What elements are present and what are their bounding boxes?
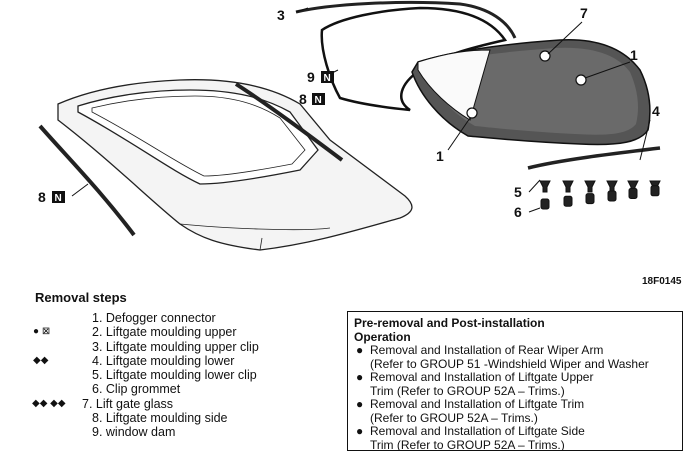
svg-text:N: N [324,73,331,84]
info-box-subtitle: Operation [354,331,676,345]
step-text: 6. Clip grommet [92,382,180,396]
info-box-title: Pre-removal and Post-installation [354,317,676,331]
info-item: ● Removal and Installation of Rear Wiper … [354,344,676,371]
info-item-line1: Removal and Installation of Liftgate Upp… [370,371,676,385]
step-text: 7. Lift gate glass [82,397,173,411]
removal-step: 6. Clip grommet [0,382,330,396]
n-badge-8-upper: N [312,93,325,106]
removal-step: ◆◆ ◆◆ 7. Lift gate glass [0,397,330,411]
clip-grommet [651,186,659,196]
removal-steps-title: Removal steps [35,290,127,305]
liftgate-glass [412,40,650,145]
callout-3: 3 [277,7,285,23]
bullet-icon: ● [356,344,363,358]
callout-1-right: 1 [630,47,638,63]
removal-step: ◆◆ 4. Liftgate moulding lower [0,354,330,368]
step-text: 9. window dam [92,425,175,439]
moulding-lower-clip [585,181,595,192]
removal-step: ● ⊠ 2. Liftgate moulding upper [0,325,330,339]
step-marker: ◆◆ [33,354,48,368]
info-box-list: ● Removal and Installation of Rear Wiper … [354,344,676,451]
callout-9: 9 [307,69,315,85]
step-marker: ● ⊠ [33,325,50,339]
liftgate-exploded-diagram: 3 7 1 1 9 8 8 4 5 6 N N N [0,0,690,290]
removal-step: 8. Liftgate moulding side [0,411,330,425]
moulding-lower-clip [563,181,573,192]
removal-step: 5. Liftgate moulding lower clip [0,368,330,382]
clip-grommet [586,194,594,204]
pre-removal-info-box: Pre-removal and Post-installation Operat… [347,311,683,451]
info-item-line1: Removal and Installation of Rear Wiper A… [370,344,676,358]
svg-text:N: N [315,95,322,106]
liftgate-panel [58,80,412,250]
info-item-line2: Trim (Refer to GROUP 52A – Trims.) [370,385,676,399]
clip-grommet [564,196,572,206]
moulding-lower-clip [540,181,550,192]
callout-8-left: 8 [38,189,46,205]
info-item-line2: (Refer to GROUP 52A – Trims.) [370,412,676,426]
removal-step: 3. Liftgate moulding upper clip [0,340,330,354]
bullet-icon: ● [356,398,363,412]
clip-grommet [629,188,637,198]
callout-5: 5 [514,184,522,200]
callout-7: 7 [580,5,588,21]
moulding-lower-clip [607,181,617,192]
removal-step: 1. Defogger connector [0,311,330,325]
callout-1-left: 1 [436,148,444,164]
callout-4: 4 [652,103,660,119]
callout-6: 6 [514,204,522,220]
n-badge-8-left: N [52,191,65,204]
info-item-line2: (Refer to GROUP 51 -Windshield Wiper and… [370,358,676,372]
info-item: ● Removal and Installation of Liftgate Tr… [354,398,676,425]
info-item: ● Removal and Installation of Liftgate Up… [354,371,676,398]
moulding-lower-clips [540,181,660,209]
step-text: 4. Liftgate moulding lower [92,354,234,368]
step-text: 8. Liftgate moulding side [92,411,228,425]
callout-8-upper: 8 [299,91,307,107]
svg-text:N: N [55,193,62,204]
clip-grommet [608,191,616,201]
figure-id: 18F0145 [642,276,681,287]
info-item-line1: Removal and Installation of Liftgate Sid… [370,425,676,439]
removal-steps-list: 1. Defogger connector ● ⊠ 2. Liftgate mou… [0,311,330,440]
bullet-icon: ● [356,371,363,385]
step-text: 1. Defogger connector [92,311,216,325]
removal-step: 9. window dam [0,425,330,439]
step-text: 5. Liftgate moulding lower clip [92,368,257,382]
bullet-icon: ● [356,425,363,439]
info-item-line1: Removal and Installation of Liftgate Tri… [370,398,676,412]
n-badge-9: N [321,71,334,84]
step-text: 3. Liftgate moulding upper clip [92,340,259,354]
step-text: 2. Liftgate moulding upper [92,325,237,339]
clip-grommet [541,199,549,209]
info-item-line2: Trim (Refer to GROUP 52A – Trims.) [370,439,676,451]
info-item: ● Removal and Installation of Liftgate Si… [354,425,676,451]
step-marker: ◆◆ ◆◆ [32,397,66,411]
